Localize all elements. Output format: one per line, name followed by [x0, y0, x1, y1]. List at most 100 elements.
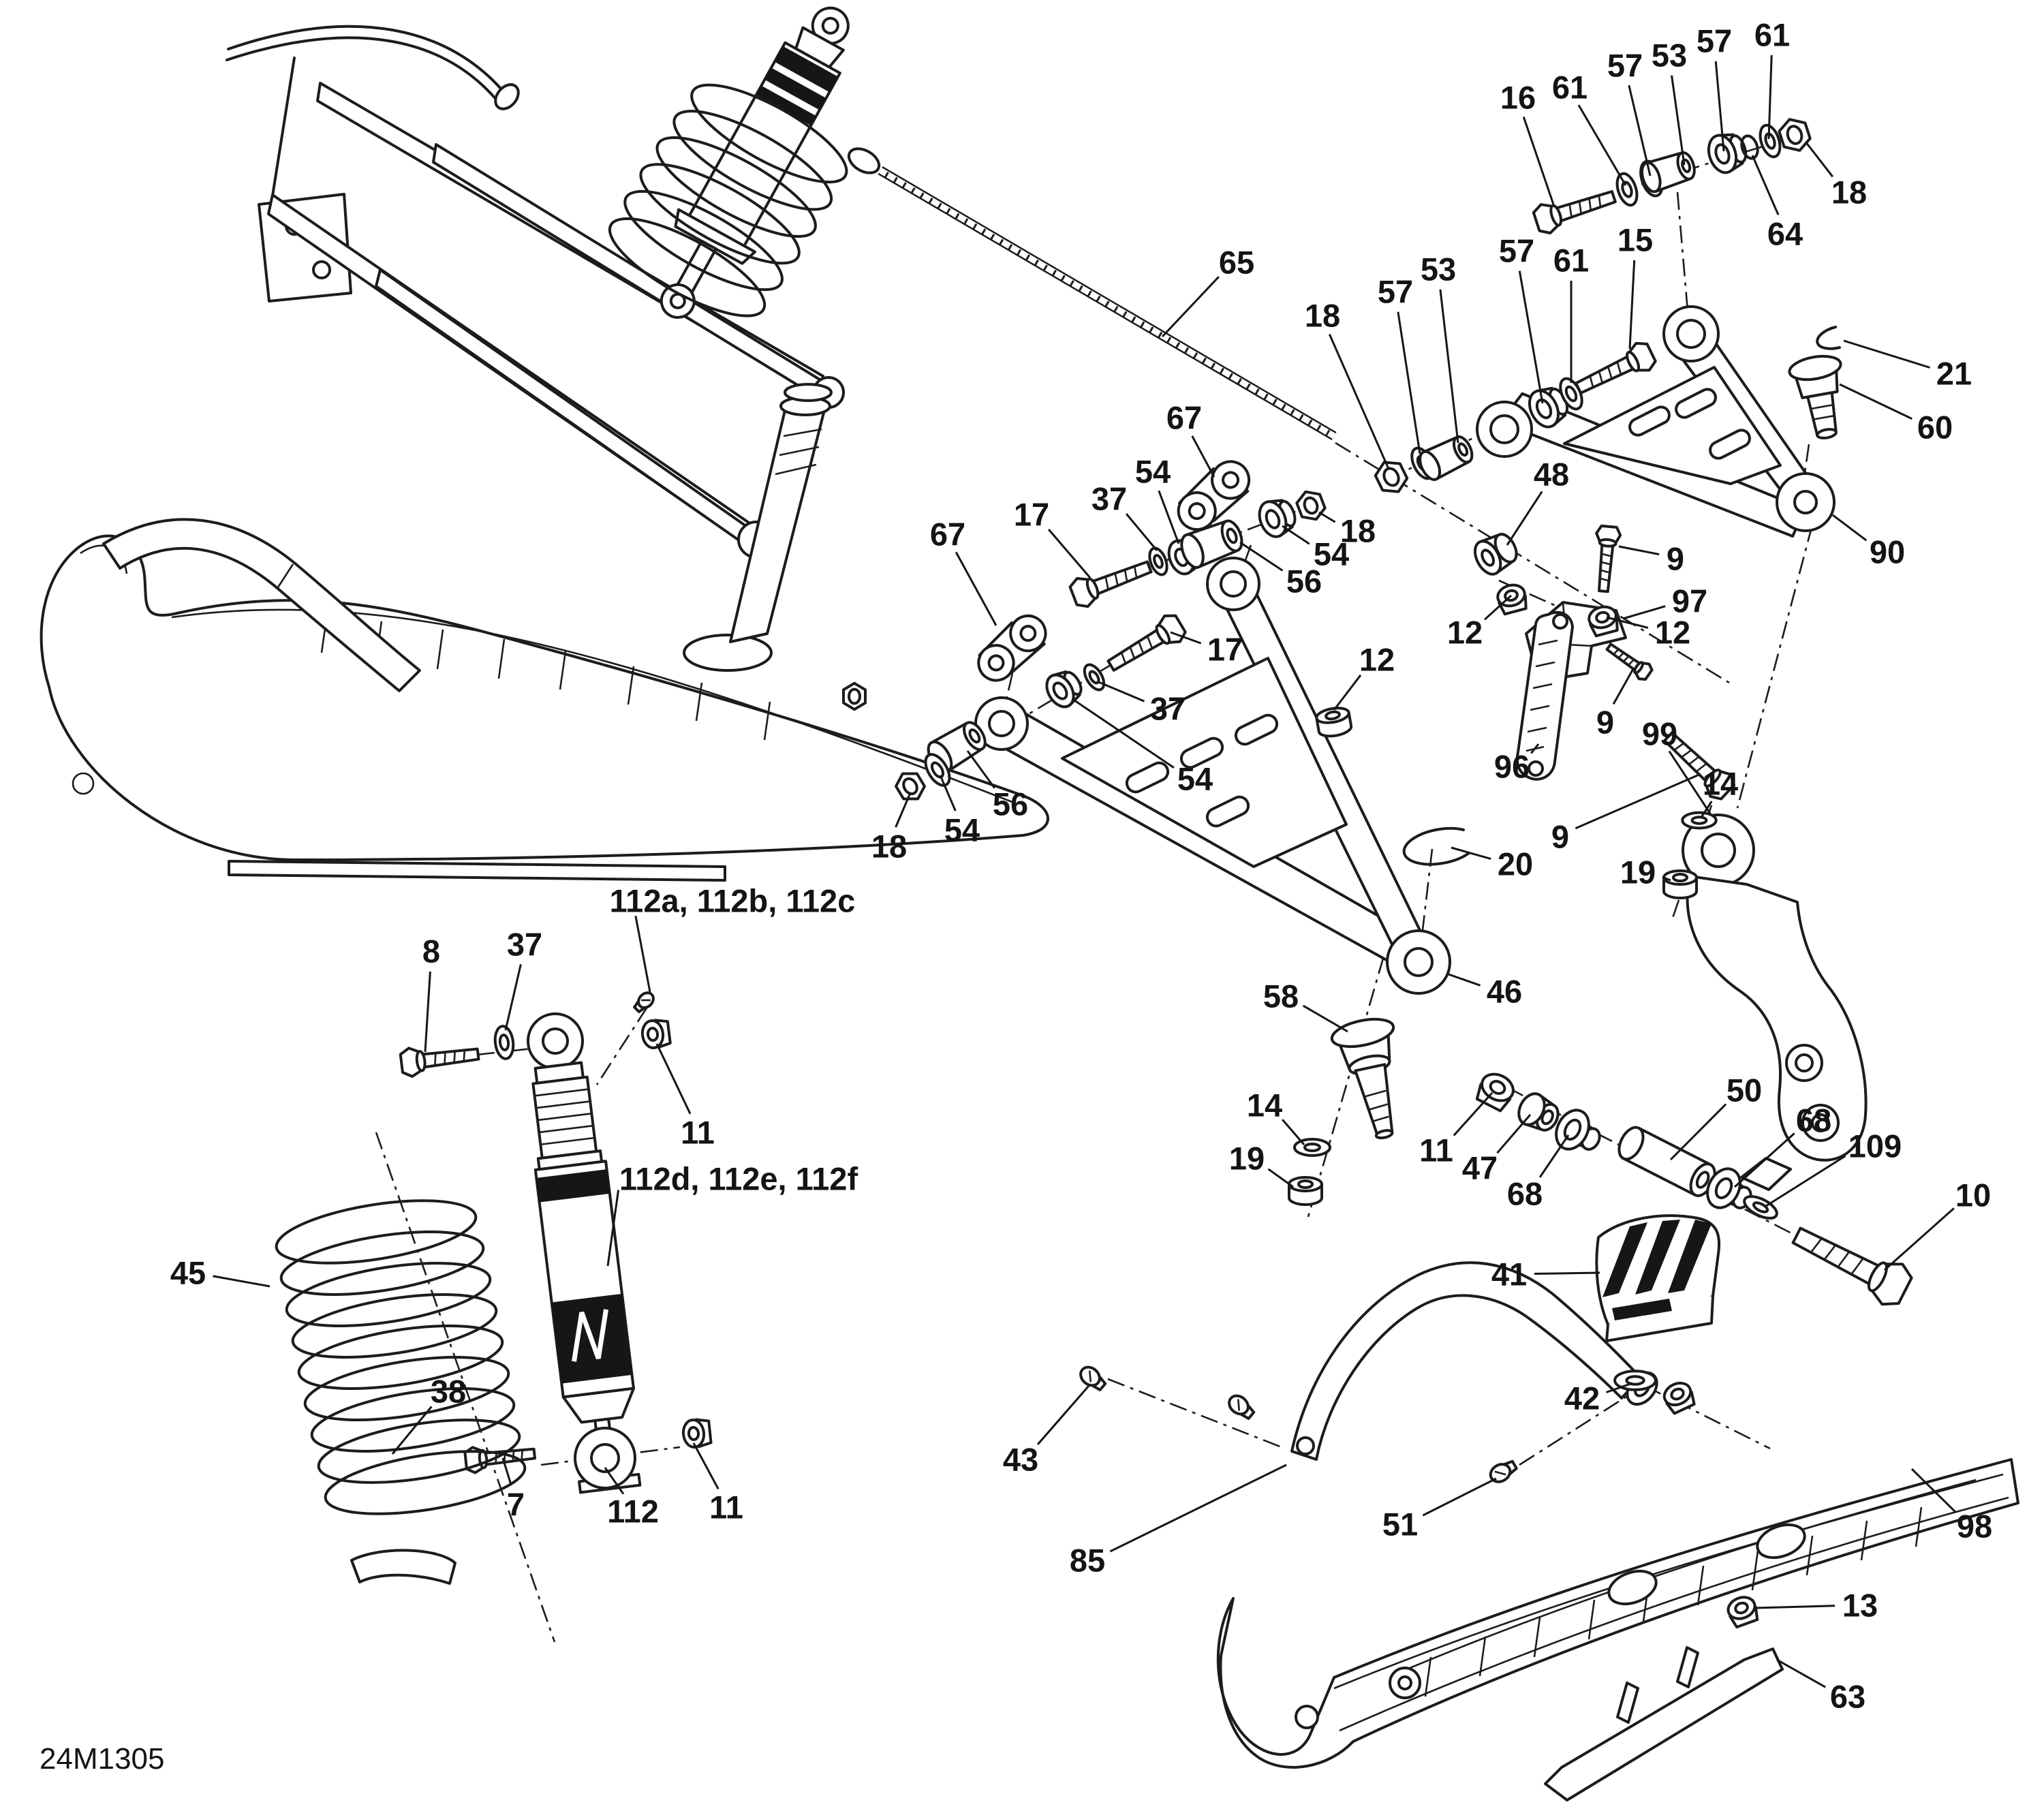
ball-stud-60 — [1788, 353, 1853, 442]
leader-line — [1449, 974, 1481, 985]
ski-runner-assembled — [229, 861, 725, 880]
leader-line — [1162, 277, 1219, 337]
nut-13 — [1724, 1592, 1762, 1630]
part-label-63: 63 — [1830, 1679, 1865, 1715]
diagram-code: 24M1305 — [40, 1742, 164, 1776]
part-label-37: 37 — [507, 927, 542, 963]
ski-axle-parts — [1474, 1069, 1916, 1311]
leader-line — [1575, 774, 1701, 829]
leader-line — [1451, 848, 1491, 859]
coil-spring-exploded — [273, 1189, 529, 1525]
leader-line — [1319, 512, 1335, 522]
leader-line — [1498, 1115, 1531, 1153]
nut-11-shock-bottom — [680, 1417, 713, 1450]
part-label-18: 18 — [1831, 174, 1867, 211]
screw-43 — [1075, 1362, 1110, 1395]
part-label-12: 12 — [1655, 615, 1690, 651]
leader-line — [1440, 290, 1458, 443]
part-label-19: 19 — [1229, 1141, 1265, 1177]
leader-line — [1454, 1093, 1492, 1136]
part-label-96: 96 — [1494, 749, 1530, 785]
part-label-9: 9 — [1596, 705, 1614, 741]
part-label-8: 8 — [422, 933, 440, 970]
leader-line — [1531, 744, 1538, 754]
part-label-18: 18 — [1340, 513, 1376, 549]
part-label-11: 11 — [709, 1489, 743, 1526]
part-label-97: 97 — [1672, 583, 1707, 619]
part-label-45: 45 — [170, 1255, 206, 1291]
part-label-20: 20 — [1498, 846, 1533, 882]
assembled-front-suspension — [42, 0, 1879, 1642]
leader-line — [1171, 632, 1201, 643]
part-label-90: 90 — [1870, 534, 1905, 570]
part-label-112: 112 — [607, 1493, 659, 1530]
ski-handle-assembled — [104, 519, 420, 691]
leader-line — [940, 775, 955, 811]
coil-spring-assembled — [598, 64, 858, 337]
leader-line — [1398, 312, 1420, 454]
shock-absorber-assembled — [587, 0, 914, 357]
leader-line — [1752, 155, 1778, 215]
leader-line — [392, 1406, 431, 1454]
part-label-9: 9 — [1667, 541, 1684, 577]
part-label-50: 50 — [1726, 1072, 1762, 1109]
part-label-54: 54 — [1314, 536, 1349, 572]
leader-line — [1282, 1119, 1304, 1145]
part-label-57: 57 — [1607, 48, 1643, 84]
part-label-12: 12 — [1447, 615, 1483, 651]
leader-line — [1716, 61, 1724, 151]
leader-line — [1672, 76, 1685, 165]
leader-line — [608, 1190, 619, 1266]
part-label-57: 57 — [1378, 274, 1413, 310]
part-label-17: 17 — [1207, 632, 1243, 668]
part-label-54: 54 — [1135, 454, 1171, 490]
flange-nut-12-a — [1493, 581, 1530, 617]
part-label-61: 61 — [1553, 243, 1589, 279]
rod-clamp-67-upper — [1166, 454, 1262, 536]
screw-85 — [1224, 1391, 1258, 1423]
leader-line — [1269, 1169, 1294, 1187]
part-label-61: 61 — [1754, 17, 1790, 53]
snap-ring-20 — [1404, 829, 1469, 865]
leader-line — [1885, 1208, 1954, 1270]
part-label-54: 54 — [1177, 761, 1213, 797]
ski-runner-63 — [1545, 1647, 1782, 1800]
leader-line — [213, 1276, 270, 1286]
leader-line — [425, 972, 430, 1052]
part-label-54: 54 — [944, 812, 980, 848]
nut-19-upper — [1662, 869, 1698, 899]
part-label-57: 57 — [1697, 23, 1732, 59]
leader-line — [1540, 1135, 1568, 1177]
part-label-61: 61 — [1552, 69, 1588, 106]
part-label-99: 99 — [1642, 716, 1677, 752]
leader-line — [1613, 668, 1634, 704]
leader-line — [1777, 1660, 1825, 1687]
spring-seat-38 — [352, 1550, 455, 1583]
leader-line — [1912, 1469, 1956, 1513]
part-label-53: 53 — [1652, 37, 1687, 74]
leader-line — [605, 1468, 623, 1494]
part-label-112a-112b-112c: 112a, 112b, 112c — [610, 883, 856, 919]
part-label-42: 42 — [1564, 1380, 1600, 1417]
sway-bar — [227, 27, 523, 114]
part-label-9: 9 — [1551, 819, 1569, 855]
leader-line — [1507, 491, 1542, 545]
part-label-47: 47 — [1462, 1150, 1498, 1186]
part-label-98: 98 — [1957, 1508, 1992, 1545]
leader-line — [1806, 142, 1833, 176]
leader-line — [1623, 606, 1665, 619]
part-label-12: 12 — [1359, 642, 1395, 678]
part-label-17: 17 — [1014, 497, 1049, 533]
part-label-11: 11 — [681, 1115, 715, 1151]
ball-joint-58 — [1329, 1015, 1415, 1144]
leader-line — [1282, 526, 1310, 544]
part-label-18: 18 — [871, 829, 907, 865]
part-label-7: 7 — [507, 1487, 525, 1523]
leader-line — [1072, 699, 1174, 768]
part-label-51: 51 — [1382, 1506, 1418, 1543]
part-label-56: 56 — [993, 786, 1028, 822]
spindle-assembled — [730, 384, 867, 711]
leader-line — [694, 1443, 718, 1489]
